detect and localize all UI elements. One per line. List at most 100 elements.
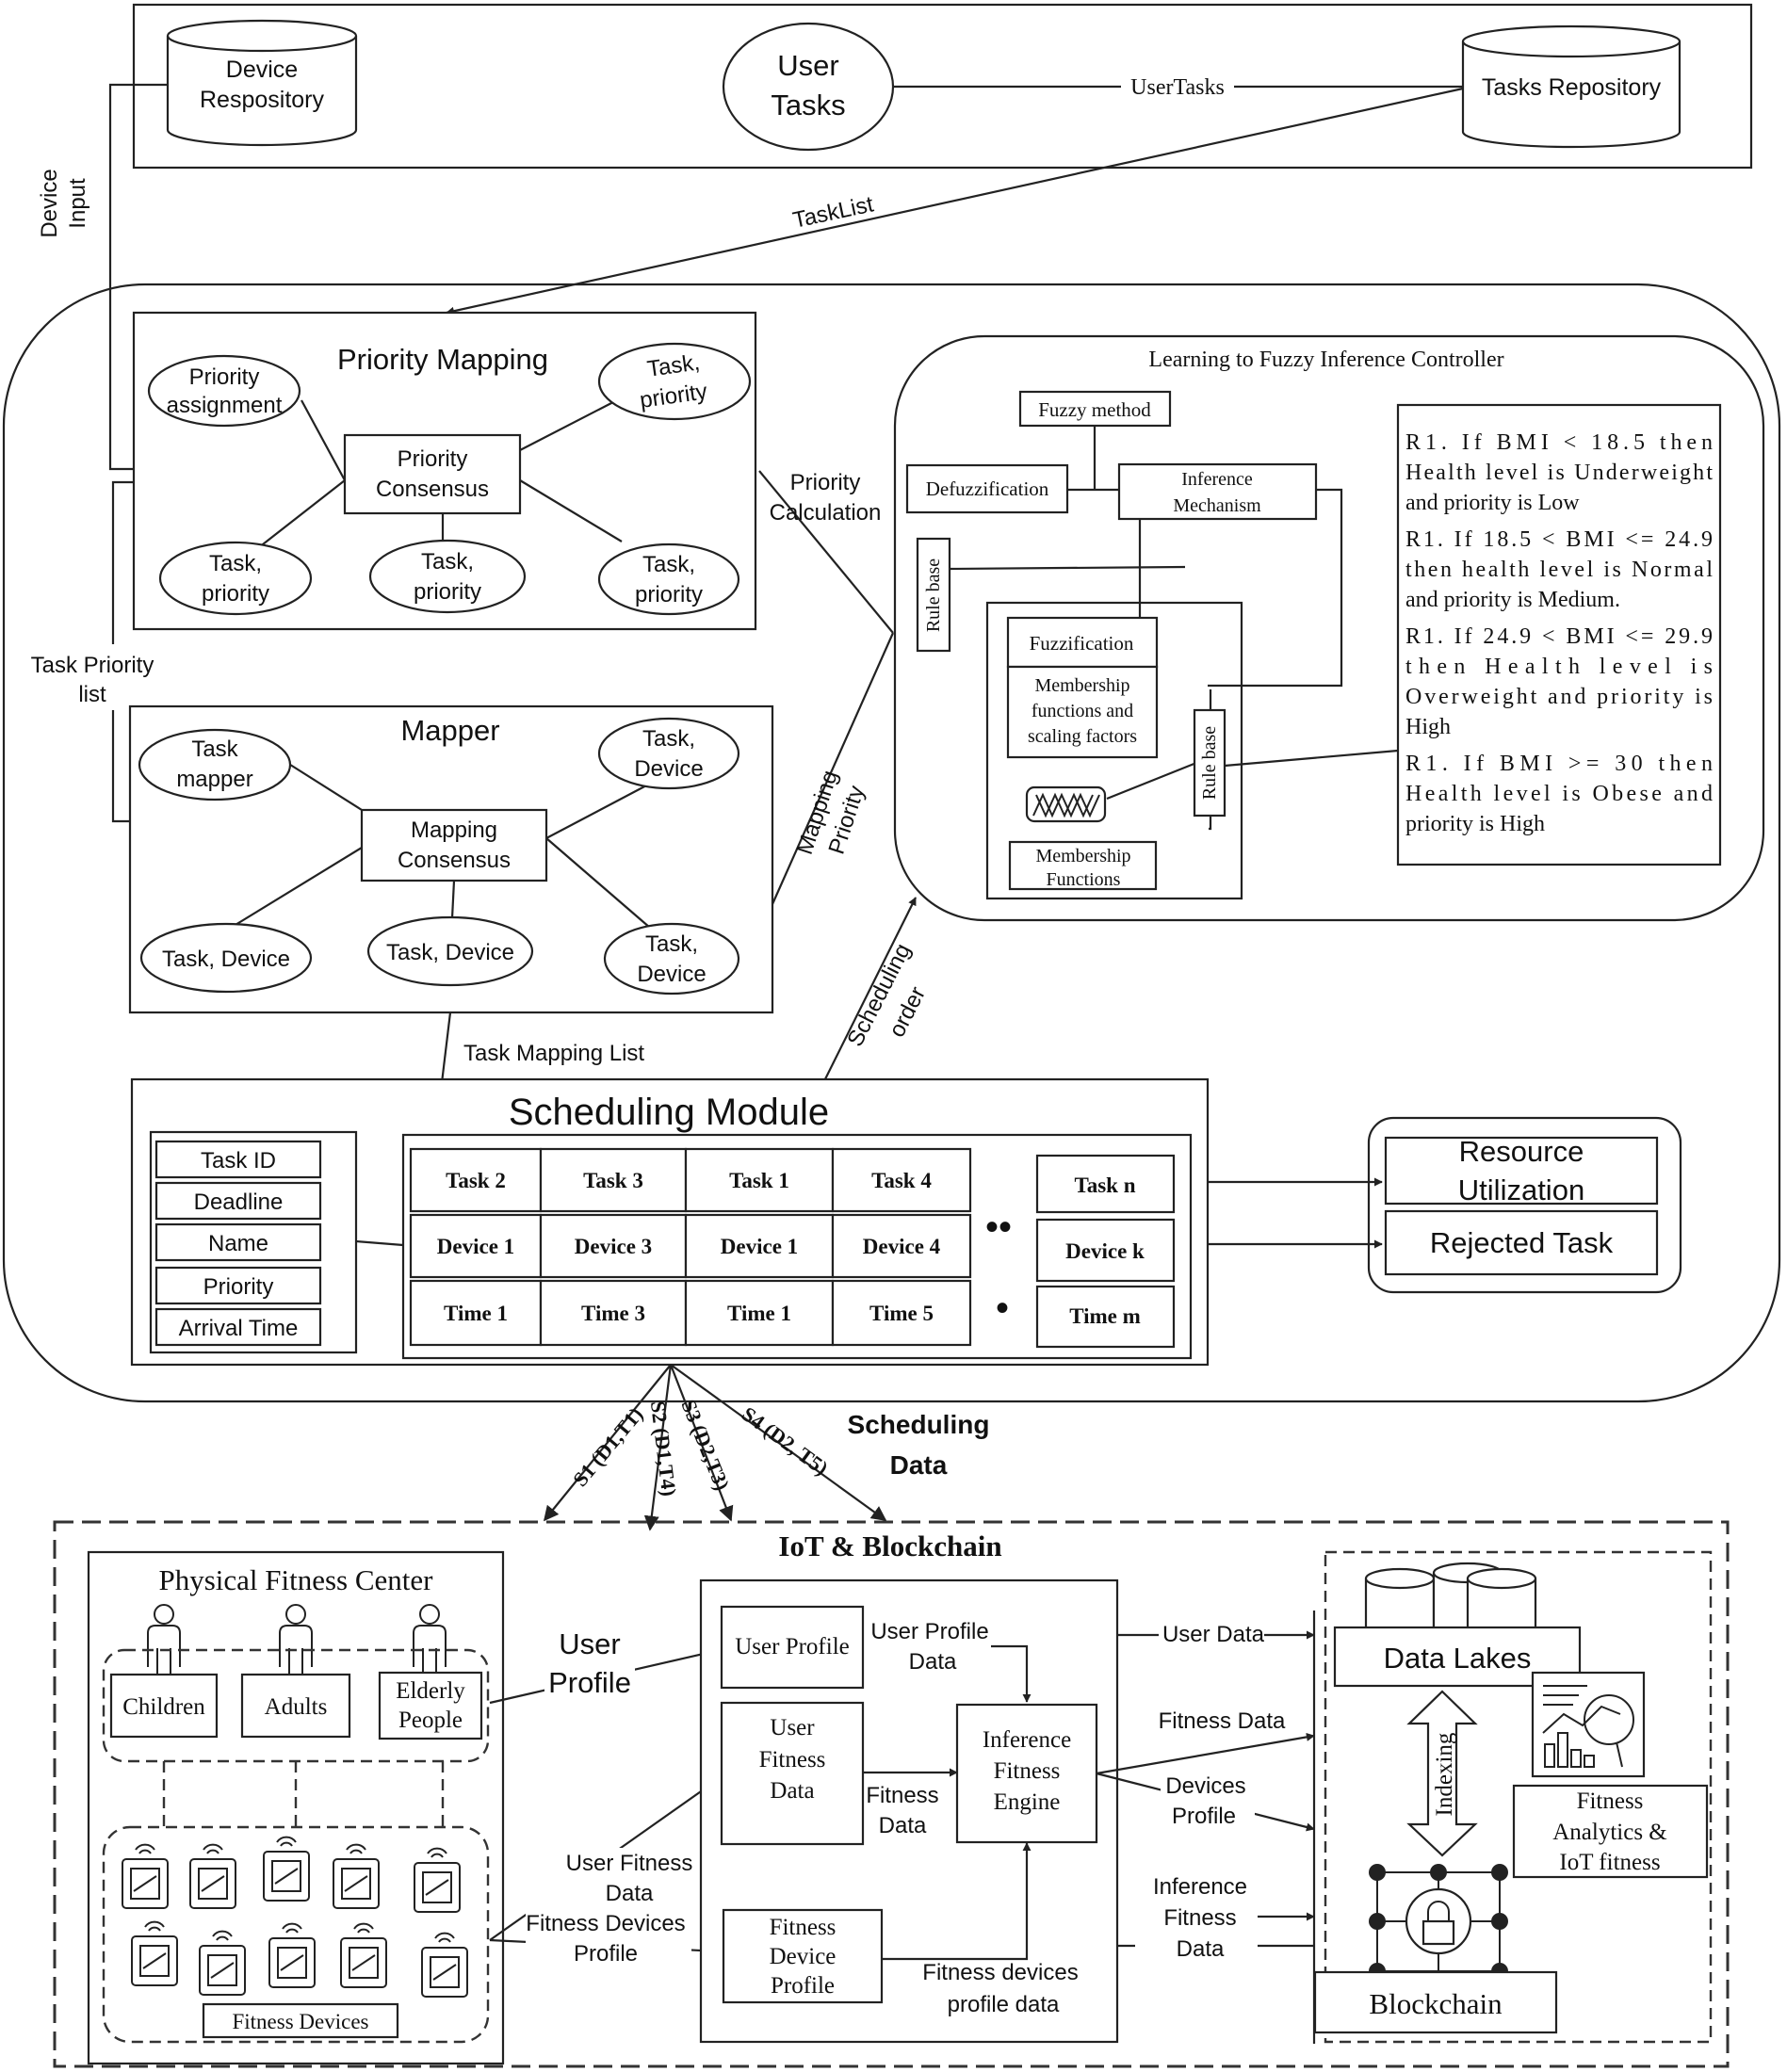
fitness-data-inner-label-2: Data [879,1813,927,1838]
devices-profile-label-2: Profile [1172,1804,1236,1829]
schedule-tasks-cell: Task 3 [583,1169,643,1192]
person-icon [413,1604,447,1675]
data-lakes-box: Data Lakes [1384,1642,1532,1675]
task-priority-node-br-2: priority [635,582,703,607]
scheduling-data-label: Scheduling [848,1410,990,1439]
schedule-devices-cell: Device 4 [863,1235,941,1258]
treadmill-icon [189,1843,236,1909]
fitness-analytics-box-2: Analytics & [1552,1820,1667,1845]
mapper-panel: Mapper Task mapper Mapping Consensus Tas… [128,704,774,1014]
oxygen-tank-icon [268,1922,316,1988]
inference-fitness-data-label-3: Data [1177,1936,1225,1962]
task-mapper-node-2: mapper [176,767,252,792]
tasklist-edge [446,87,1464,316]
indexing-arrow: Indexing [1406,1690,1478,1857]
schedule-devices-cell: Device 3 [575,1235,652,1258]
membership-scaling-box: Membership [1034,675,1129,696]
task-priority-node-bl: Task, [209,551,262,576]
inference-fitness-engine-box-3: Engine [994,1789,1061,1815]
schedule-link-s3: S3 (D2,T3) [676,1396,734,1493]
scheduling-module-panel: Scheduling Module Task IDDeadlineNamePri… [130,1077,1210,1367]
membership-scaling-box-2: functions and [1032,701,1133,721]
priority-calculation-label-2: Calculation [770,500,882,526]
controller-region [2,283,1781,1403]
fitness-devices-profile-data-label: Fitness devices [922,1960,1078,1985]
scheduling-outputs: Resource Utilization Rejected Task [1367,1116,1682,1294]
task-mapping-list-edge [437,1012,452,1092]
defuzzification-box: Defuzzification [926,478,1049,500]
user-profile-edge-label: User [559,1627,620,1660]
device-input-label: Device [37,169,62,237]
fuzzy-controller-title: Learning to Fuzzy Inference Controller [1148,348,1503,372]
device-repository-label-2: Respository [200,87,324,113]
blockchain-box: Blockchain [1369,1987,1503,2020]
rule-1-line-3: and priority is Low [1405,491,1580,515]
inference-fitness-engine-box: Inference [983,1727,1071,1753]
membership-triangles-icon [1025,785,1107,823]
priority-consensus-box-2: Consensus [376,477,489,502]
task-field-1: Deadline [194,1190,284,1215]
priority-assignment-node-2: assignment [167,393,283,418]
inference-fitness-engine-box-2: Fitness [994,1758,1061,1784]
person-icon [147,1604,181,1675]
ellipsis-dot: • [996,1287,1009,1329]
user-profile-edge-label-2: Profile [548,1666,631,1699]
resource-utilization-box-2: Utilization [1458,1174,1584,1206]
tasks-repository-label: Tasks Repository [1482,74,1662,101]
user-fitness-data-box-2: Fitness [759,1747,826,1773]
rule-base-box-left: Rule base [923,558,944,632]
devices-profile-label: Devices [1165,1773,1245,1799]
schedule-times-cell: Time 5 [869,1302,934,1325]
priority-calculation-edge [758,470,894,634]
fitness-device-profile-box-2: Device [770,1944,837,1969]
iot-blockchain-region [53,1520,1730,2068]
task-device-node-bm: Task, Device [386,940,514,965]
blockchain-icon [1369,1864,1508,1980]
fitness-devices-label: Fitness Devices [232,2010,368,2033]
user-data-label: User Data [1162,1622,1265,1647]
time-m-cell: Time m [1069,1304,1141,1328]
rule-3-line-4: High [1405,715,1451,739]
device-repository-label: Device [226,57,298,83]
device-k-cell: Device k [1065,1239,1145,1263]
physical-fitness-center: Physical Fitness Center Children Adults … [87,1550,505,2065]
scale-icon [414,1847,461,1913]
schedule-times-cell: Time 3 [581,1302,645,1325]
priority-consensus-box: Priority [398,446,468,472]
user-tasks-label-2: Tasks [771,89,845,121]
elderly-box: Elderly [396,1678,465,1704]
task-device-node-br-2: Device [637,962,706,987]
user-fitness-edge-label: User Fitness [566,1851,693,1876]
exercise-machine-icon [263,1836,310,1902]
schedule-link-s1: S1 (D1,T1) [568,1402,647,1491]
children-box: Children [122,1694,205,1720]
resource-utilization-box: Resource [1459,1135,1584,1168]
user-tasks-node: User Tasks [722,22,895,152]
schedule-devices-cell: Device 1 [437,1235,514,1258]
priority-calculation-label: Priority [790,470,861,495]
fitness-data-label: Fitness Data [1159,1708,1286,1734]
priority-assignment-node: Priority [189,364,260,390]
rule-4-line-1: R1. If BMI >= 30 then [1405,752,1713,776]
task-device-node-tr: Task, [642,726,695,752]
schedule-link-s4: S4 (D2, T5) [738,1402,833,1481]
rejected-task-box: Rejected Task [1430,1226,1614,1259]
user-fitness-data-box: User [770,1715,815,1740]
tasks-repository: Tasks Repository [1461,24,1681,149]
fitness-devices-profile-data-label-2: profile data [948,1992,1060,2017]
task-priority-node-bl-2: priority [202,581,269,607]
fitness-device-profile-box: Fitness [770,1915,837,1940]
priority-mapping-title: Priority Mapping [337,343,548,376]
smartwatch-icon [122,1843,169,1909]
schedule-times-cell: Time 1 [727,1302,791,1325]
device-input-edge [108,83,168,471]
usertasks-edge-label: UserTasks [1130,75,1225,100]
schedule-link-s2: S2 (D1,T4) [646,1400,681,1497]
rule-3-line-1: R1. If 24.9 < BMI <= 29.9 [1405,624,1713,649]
user-fitness-edge-label-2: Data [606,1881,654,1906]
membership-functions-box-2: Functions [1047,869,1121,890]
mapping-consensus-box-2: Consensus [398,848,511,873]
